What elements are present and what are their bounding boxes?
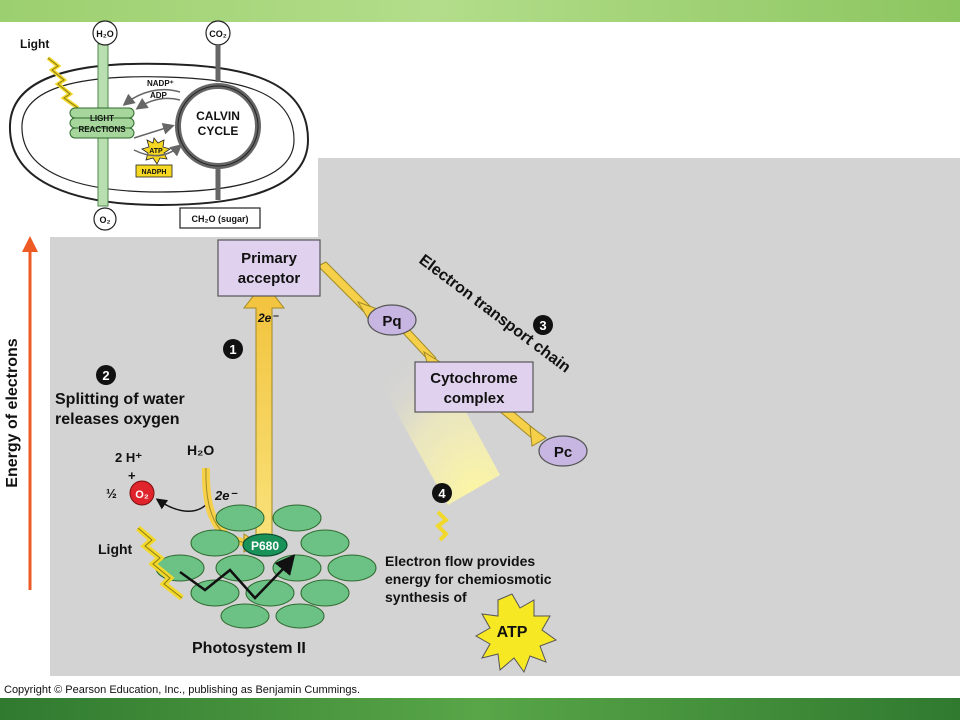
main-h2o-label: H₂O: [187, 442, 214, 458]
electron-flow-label-3: synthesis of: [385, 589, 467, 605]
pq-node: [367, 304, 417, 336]
top-decorative-band: [0, 0, 960, 22]
splitting-water-label-2: releases oxygen: [55, 411, 180, 428]
copyright-notice: Copyright © Pearson Education, Inc., pub…: [4, 684, 361, 696]
inset-atp-star: [141, 137, 171, 165]
plus-sign: +: [128, 468, 136, 483]
inset-atp-label: ATP: [149, 148, 163, 155]
pq-label: Pq: [382, 313, 401, 330]
primary-acceptor-label-2: acceptor: [238, 270, 301, 287]
splitting-water-label-1: Splitting of water: [55, 391, 185, 408]
half-label: ½: [106, 486, 117, 501]
electron-2e-top-label: 2e⁻: [257, 311, 279, 325]
inset-sugar-label: CH₂O (sugar): [191, 214, 248, 224]
light-reactions-thylakoid: [69, 107, 135, 139]
sugar-inset-box: [179, 207, 261, 229]
step-badge-4: 4: [432, 483, 452, 503]
inset-h2o-label: H₂O: [96, 29, 114, 39]
step-badge-1: 1: [223, 339, 243, 359]
o2-inset-node: [93, 207, 117, 231]
light-reactions-label-1: LIGHT: [90, 114, 114, 123]
inset-nadph-box: [135, 164, 173, 178]
step-1-number: 1: [229, 342, 236, 357]
light-reactions-label-2: REACTIONS: [78, 125, 126, 134]
inset-co2-label: CO₂: [209, 29, 227, 39]
step-4-number: 4: [438, 486, 446, 501]
electron-flow-label-2: energy for chemiosmotic: [385, 571, 552, 587]
step-2-number: 2: [102, 368, 109, 383]
cytochrome-label-1: Cytochrome: [430, 370, 518, 387]
atp-label: ATP: [497, 624, 528, 641]
electron-2e-left-label: 2e⁻: [214, 488, 238, 503]
calvin-cycle-label-2: CYCLE: [198, 124, 239, 138]
energy-axis-arrowhead: [22, 236, 38, 252]
cytochrome-label-2: complex: [444, 390, 506, 407]
atp-starburst: [474, 593, 558, 674]
inset-o2-label: O₂: [100, 215, 111, 225]
p680-node: [242, 533, 288, 557]
electron-flow-label-1: Electron flow provides: [385, 553, 535, 569]
chloroplast-inset: H₂O O₂ Light LIGHT REACTIONS CALVIN CYCL…: [0, 20, 318, 237]
inset-adp-label: ADP: [150, 91, 168, 100]
cytochrome-complex-box: [414, 361, 534, 413]
inset-light-label: Light: [20, 37, 49, 51]
main-light-label: Light: [98, 541, 133, 557]
photosystem-ii-label: Photosystem II: [192, 640, 306, 657]
inset-nadp-label: NADP⁺: [147, 79, 174, 88]
pc-node: [538, 435, 588, 467]
step-badge-3: 3: [533, 315, 553, 335]
h2o-inset-node: [92, 20, 118, 46]
small-energy-zigzag: [434, 510, 450, 542]
p680-label: P680: [251, 539, 279, 553]
inset-nadph-label: NADPH: [142, 169, 167, 176]
step-3-number: 3: [539, 318, 546, 333]
o2-molecule-badge: [129, 480, 155, 506]
energy-axis-label: Energy of electrons: [4, 338, 21, 487]
calvin-cycle-label-1: CALVIN: [196, 109, 240, 123]
bottom-decorative-band: [0, 698, 960, 720]
energy-transfer-zigzag: [179, 554, 296, 600]
pc-label: Pc: [554, 444, 572, 461]
o2-molecule-label: O₂: [135, 489, 149, 501]
step-badge-2: 2: [96, 365, 116, 385]
two-h-plus-label: 2 H⁺: [115, 450, 142, 465]
primary-acceptor-box: [217, 239, 321, 297]
primary-acceptor-label-1: Primary: [241, 250, 298, 267]
